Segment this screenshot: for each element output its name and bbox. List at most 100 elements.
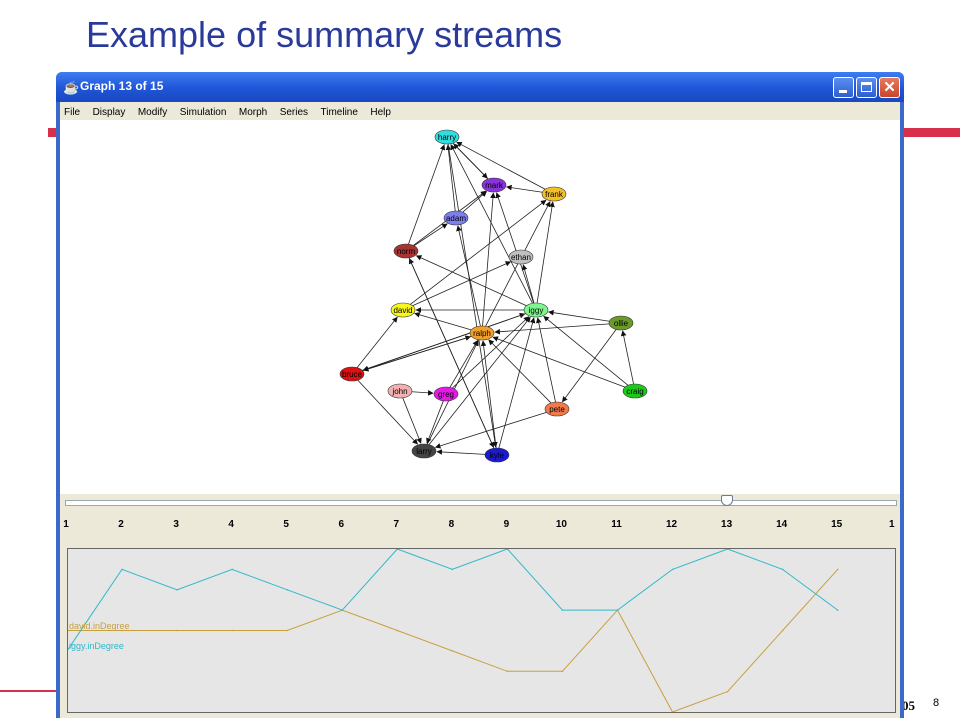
graph-edge-david-ethan [412,261,512,307]
timeline-tick-8[interactable]: 8 [448,519,455,530]
series-line-david-indegree [68,569,839,712]
graph-node-bruce[interactable]: bruce [339,366,365,382]
graph-edge-ralph-david [414,312,472,331]
graph-node-shape-kyle [484,447,510,463]
menu-morph[interactable]: Morph [238,107,268,118]
menu-file[interactable]: File [64,107,81,118]
timeline-tick-2[interactable]: 2 [118,519,124,530]
network-graph[interactable]: harry mark frank adam norm ethan david iggy olli… [60,120,900,494]
graph-node-label-david: david [393,306,412,315]
graph-edge-pete-larry [434,411,547,449]
timeline-tick-14[interactable]: 14 [776,519,788,530]
graph-node-harry[interactable]: harry [434,129,460,145]
series-point-1-9 [506,549,509,550]
graph-edge-craig-ollie [620,330,634,385]
timeline-tick-7[interactable]: 7 [393,519,400,530]
graph-edge-norm-adam [413,223,448,247]
menu-timeline[interactable]: Timeline [320,107,358,118]
graph-node-label-harry: harry [438,133,456,142]
series-point-0-14 [781,629,784,632]
graph-edge-iggy-norm [415,255,527,307]
series-point-0-12 [671,711,674,712]
graph-node-shape-david [390,302,416,318]
graph-edge-harry-kyle [447,143,498,448]
graph-edge-kyle-larry [436,449,486,455]
graph-node-label-ralph: ralph [473,329,491,338]
timeline-slider-track[interactable] [65,500,897,506]
series-point-0-5 [286,629,288,632]
timeline-slider-thumb[interactable] [720,495,733,506]
graph-edge-john-larry [402,397,422,444]
minimize-icon [839,90,847,93]
menu-modify[interactable]: Modify [137,107,168,118]
graph-node-greg[interactable]: greg [433,386,459,402]
maximize-icon [861,82,872,92]
graph-edge-greg-iggy [452,316,530,389]
graph-node-pete[interactable]: pete [544,401,570,417]
series-point-1-2 [121,568,123,571]
graph-node-adam[interactable]: adam [443,210,469,226]
graph-node-david[interactable]: david [390,302,416,318]
series-point-1-7 [396,549,399,550]
timeline-tick-10[interactable]: 10 [555,519,567,530]
timeline-tick-16[interactable]: 1 [888,519,895,530]
graph-node-shape-ethan [508,249,534,265]
graph-node-ollie[interactable]: ollie [608,315,634,331]
series-point-1-12 [671,568,674,571]
timeline-tick-13[interactable]: 13 [721,519,733,530]
close-button[interactable]: ✕ [879,77,900,98]
graph-node-label-bruce: bruce [342,370,363,379]
summary-stream-chart[interactable]: david.inDegree iggy.inDegree [67,548,896,713]
graph-node-john[interactable]: john [387,383,413,399]
timeline-tick-3[interactable]: 3 [173,519,179,530]
graph-edge-ralph-bruce [362,335,472,372]
graph-edge-craig-iggy [543,315,629,386]
menu-display[interactable]: Display [92,107,126,118]
graph-edge-david-frank [410,199,547,305]
timeline-tick-5[interactable]: 5 [283,519,289,530]
graph-canvas[interactable]: harry mark frank adam norm ethan david iggy olli… [60,120,900,494]
graph-edge-ollie-iggy [548,309,610,322]
graph-node-label-greg: greg [438,390,454,399]
window-titlebar[interactable]: ☕ Graph 13 of 15 ✕ [56,72,904,102]
graph-edge-larry-iggy [428,316,531,445]
graph-edge-frank-mark [506,184,543,193]
footer-fragment: 05 [902,698,915,713]
series-line-iggy-indegree [68,549,838,651]
timeline-tick-1[interactable]: 1 [63,519,69,530]
close-icon: ✕ [883,79,896,96]
timeline-tick-11[interactable]: 11 [611,519,622,530]
graph-node-ethan[interactable]: ethan [508,249,534,265]
graph-node-kyle[interactable]: kyle [484,447,510,463]
menu-simulation[interactable]: Simulation [179,107,227,118]
graph-node-shape-larry [411,443,437,459]
timeline-tick-4[interactable]: 4 [228,519,234,530]
menu-help[interactable]: Help [370,107,391,118]
graph-node-iggy[interactable]: iggy [523,302,549,318]
series-point-1-4 [231,568,233,571]
series-point-0-8 [451,650,454,652]
series-point-1-8 [451,568,454,571]
graph-edge-adam-harry [445,144,456,212]
timeline-tick-15[interactable]: 15 [831,519,843,530]
graph-edge-john-greg [411,390,434,396]
graph-node-shape-norm [393,243,419,259]
decorative-line-bottom [0,690,56,692]
timeline-tick-9[interactable]: 9 [503,519,510,530]
maximize-button[interactable] [856,77,877,98]
graph-node-mark[interactable]: mark [481,177,507,193]
graph-node-ralph[interactable]: ralph [469,325,495,341]
graph-node-larry[interactable]: larry [411,443,437,459]
graph-node-norm[interactable]: norm [393,243,419,259]
minimize-button[interactable] [833,77,854,98]
decorative-bar-right [904,128,960,137]
timeline-tick-6[interactable]: 6 [338,519,345,530]
graph-edge-norm-kyle [408,257,495,448]
menu-series[interactable]: Series [279,107,309,118]
graph-node-frank[interactable]: frank [541,186,567,202]
timeline-tick-12[interactable]: 12 [665,519,678,530]
graph-node-shape-ralph [469,325,495,341]
graph-node-craig[interactable]: craig [622,383,648,399]
series-point-0-2 [121,629,123,632]
